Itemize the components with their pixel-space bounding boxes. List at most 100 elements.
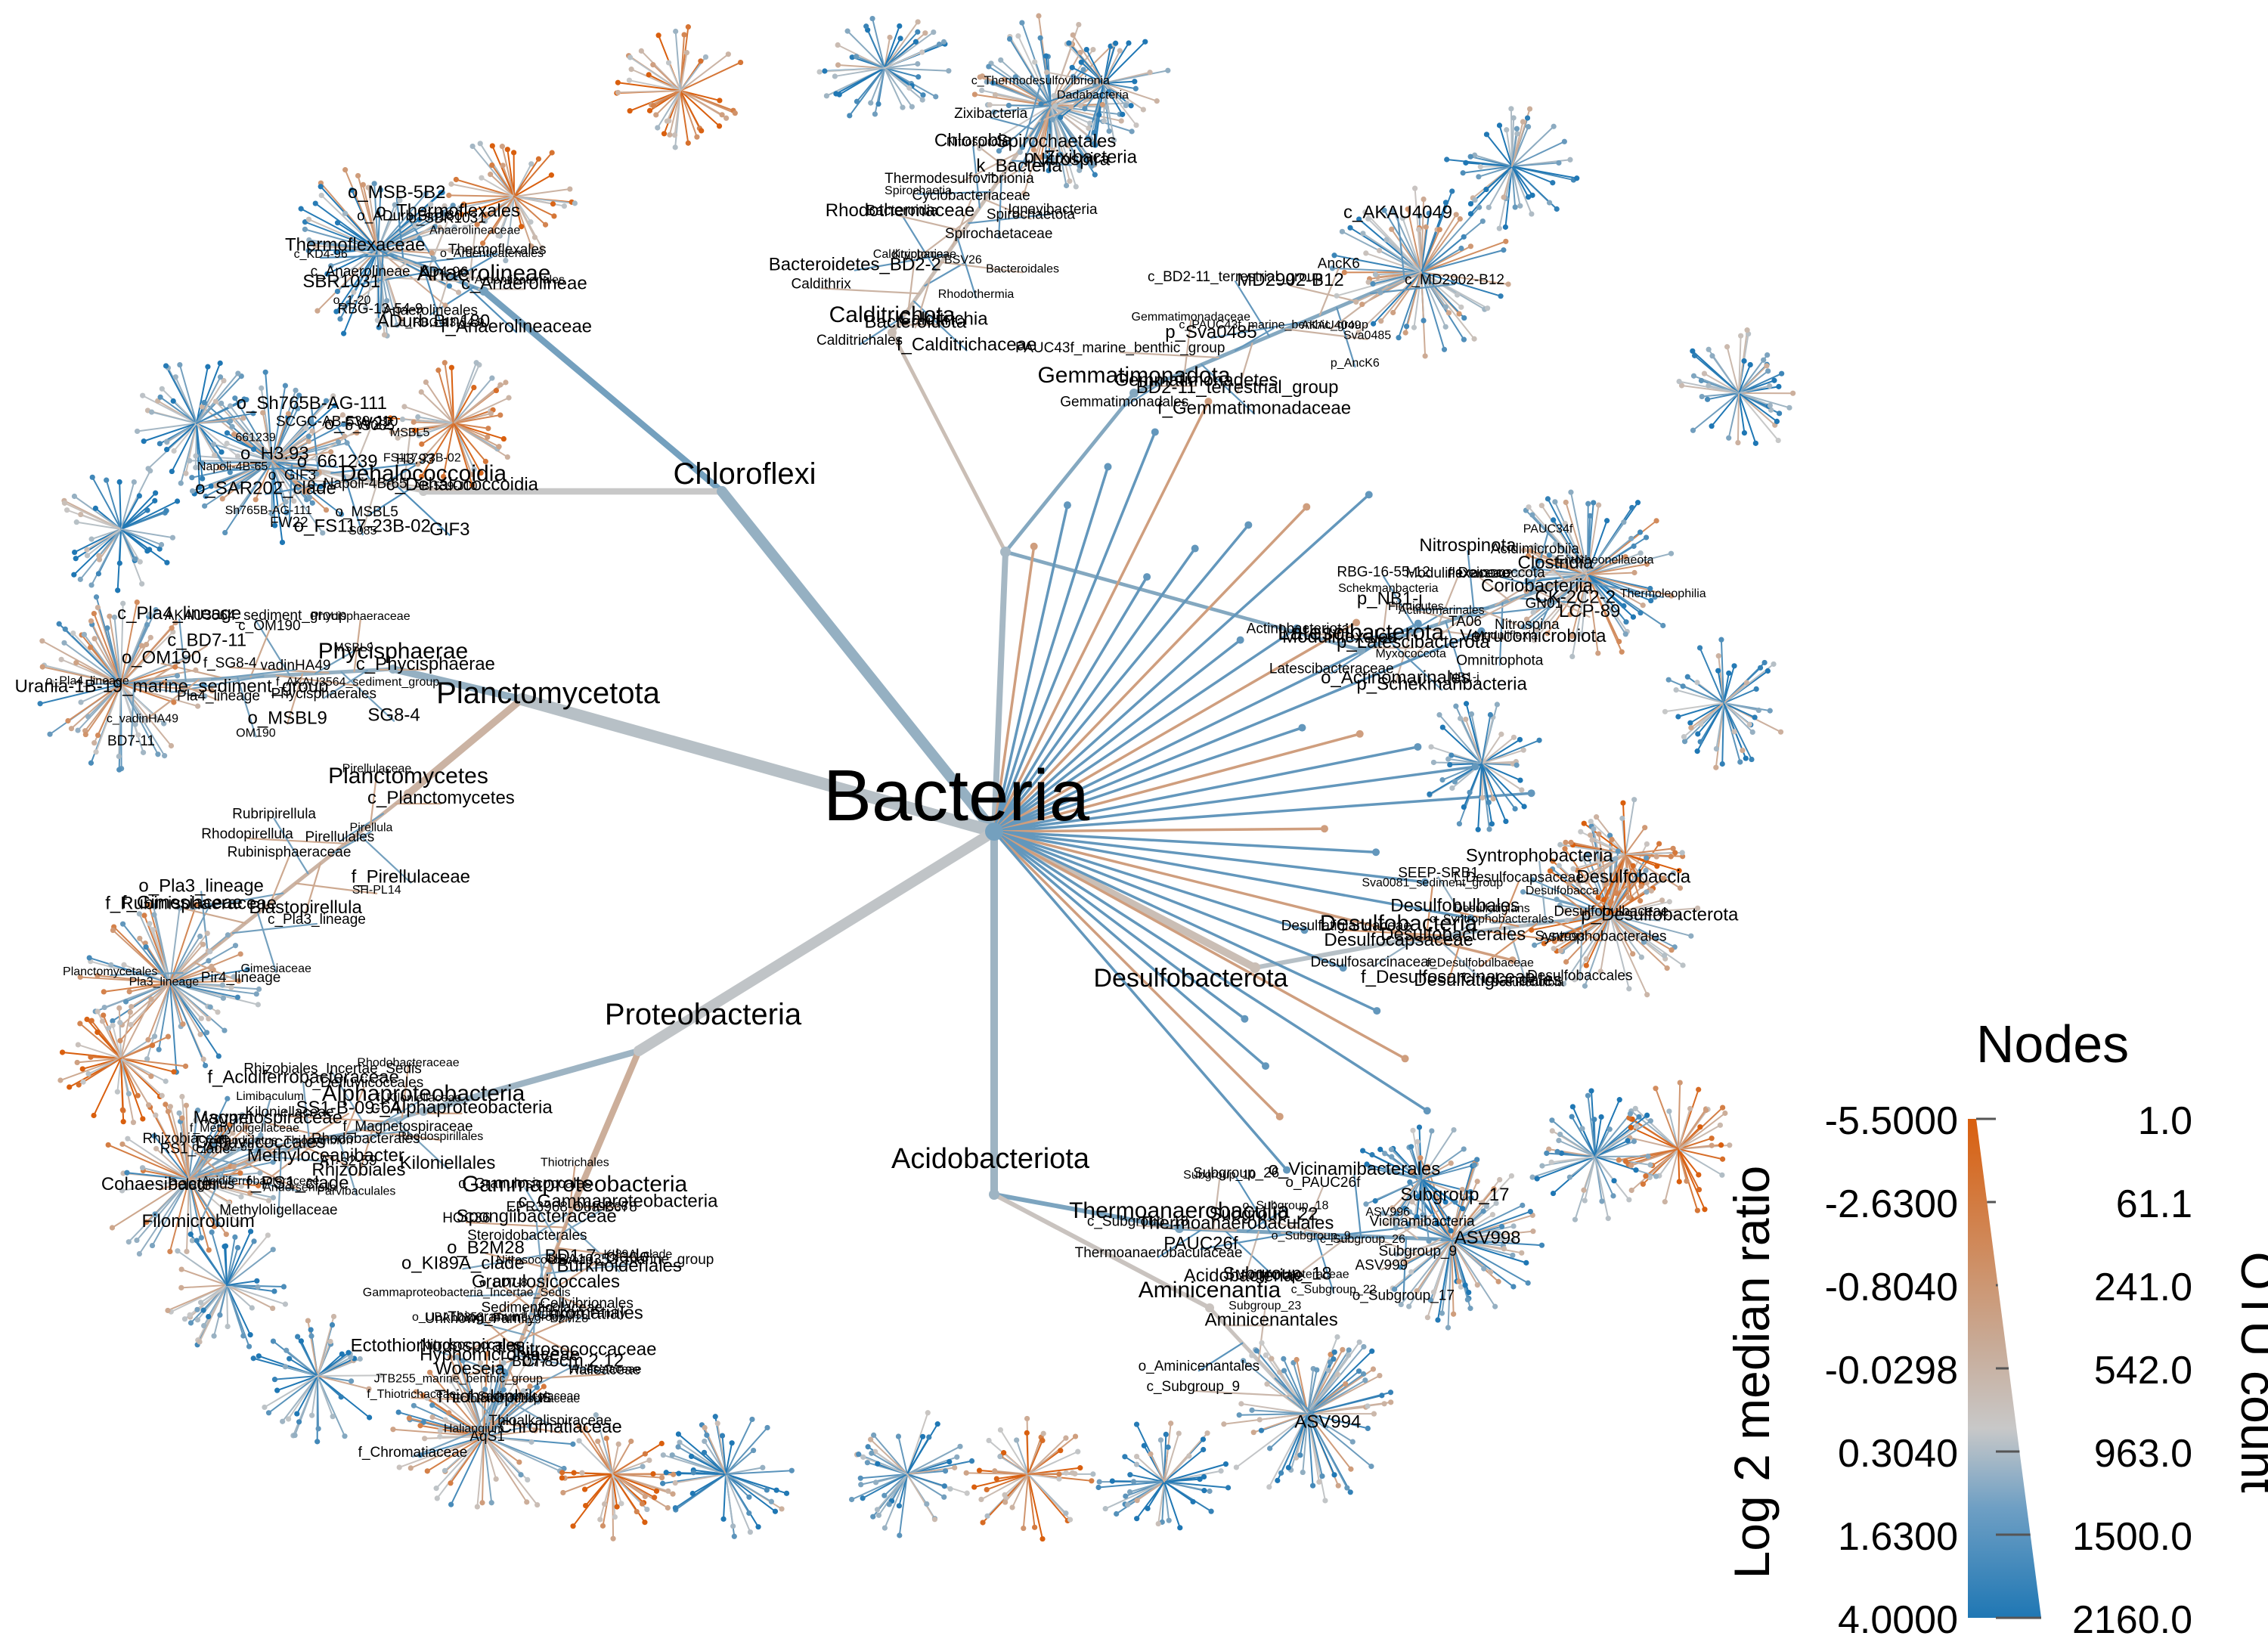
- outer-9-leaf-edge: [120, 1058, 167, 1083]
- outer-11-leaf-node: [357, 1356, 363, 1362]
- clade-label-2: Proteobacteria: [605, 998, 802, 1031]
- group-0-1-leaf-edge: [265, 371, 273, 462]
- group-edge: [1253, 939, 1401, 970]
- group-0-0-leaf-edge: [321, 194, 379, 250]
- outer-18-leaf-node: [1589, 837, 1595, 843]
- outer-20-leaf-node: [1502, 224, 1509, 230]
- group-5-0-leaf-edge: [1357, 271, 1422, 333]
- outer-8-leaf-node: [116, 560, 122, 566]
- taxon-label: o_661239: [297, 451, 378, 472]
- outer-9-leaf-node: [119, 1107, 125, 1113]
- outer-13-leaf-node: [672, 1479, 678, 1486]
- outer-1-leaf-node: [823, 93, 829, 99]
- group-2-1-leaf-node: [442, 1467, 448, 1473]
- phylum-fan-node: [1401, 1055, 1409, 1063]
- group-5-1-leaf-node: [1073, 184, 1079, 190]
- outer-3-leaf-node: [528, 161, 534, 167]
- group-5-0-leaf-node: [1370, 280, 1376, 287]
- taxon-edge: [254, 619, 290, 676]
- outer-22-leaf-edge: [150, 411, 197, 424]
- group-0-1-leaf-node: [218, 400, 225, 407]
- outer-0-leaf-node: [725, 51, 731, 57]
- group-3-1-leaf-node: [1249, 1407, 1255, 1413]
- outer-6-leaf-node: [1722, 1110, 1728, 1117]
- group-0-0-leaf-node: [412, 222, 418, 228]
- outer-1-leaf-node: [915, 29, 921, 35]
- outer-8-leaf-edge: [120, 528, 168, 564]
- group-1-1-leaf-node: [222, 1027, 228, 1033]
- outer-10-leaf-edge: [218, 1284, 228, 1316]
- outer-5-leaf-edge: [1723, 681, 1748, 704]
- outer-8-leaf-node: [61, 500, 68, 507]
- group-1-1-leaf-edge: [169, 982, 239, 999]
- legend-count-tick: 1500.0: [2072, 1515, 2192, 1559]
- taxon-edge: [1445, 621, 1465, 682]
- outer-9-leaf-node: [110, 1022, 116, 1028]
- group-3-1-leaf-node: [1238, 1401, 1244, 1407]
- group-0-0-leaf-edge: [377, 203, 396, 250]
- group-3-1-leaf-edge: [1242, 1359, 1309, 1414]
- taxon-label: f_Desulfobulbaceae: [1427, 956, 1534, 969]
- group-5-0-leaf-node: [1421, 318, 1427, 324]
- group-1-0-leaf-node: [104, 625, 110, 631]
- outer-8-leaf-node: [131, 479, 137, 485]
- group-3-0-leaf-node: [1538, 1242, 1545, 1248]
- taxon-edge: [210, 668, 297, 680]
- taxon-edge: [294, 882, 378, 894]
- taxon-label: Coriobacteriia: [1481, 575, 1594, 596]
- outer-13-leaf-node: [730, 1523, 736, 1529]
- outer-0-leaf-edge: [680, 90, 702, 132]
- outer-1-leaf-node: [915, 19, 921, 25]
- taxon-label: FW22: [270, 515, 308, 531]
- outer-5-leaf-node: [1740, 747, 1746, 754]
- outer-11-leaf-node: [294, 1411, 300, 1417]
- outer-3-leaf-node: [561, 203, 568, 209]
- outer-18-leaf-node: [1594, 814, 1600, 820]
- group-5-0-leaf-node: [1442, 304, 1448, 310]
- taxon-label: ASV999: [1356, 1257, 1408, 1273]
- taxon-edge: [394, 1118, 449, 1170]
- legend-ratio-tick: 4.0000: [1838, 1598, 1958, 1639]
- group-3-0-leaf-edge: [1433, 1239, 1452, 1294]
- outer-20-leaf-node: [1525, 124, 1532, 130]
- taxon-edge: [245, 1162, 299, 1190]
- outer-9-leaf-node: [125, 1091, 132, 1097]
- group-2-0-leaf-node: [231, 1163, 237, 1170]
- group-0-0-leaf-node: [333, 308, 339, 314]
- outer-5-leaf-edge: [1723, 702, 1751, 726]
- taxon-edge: [820, 287, 921, 295]
- group-3-0-leaf-node: [1530, 1228, 1536, 1235]
- taxon-label: KD4-96: [420, 265, 468, 280]
- taxon-edge: [432, 276, 450, 328]
- group-3-1-leaf-node: [1325, 1367, 1331, 1374]
- taxon-edge: [266, 1155, 327, 1163]
- outer-12-leaf-edge: [595, 1414, 613, 1475]
- taxon-label: Desulfobaccales: [1527, 968, 1632, 984]
- phylum-fan-node: [1241, 1015, 1249, 1023]
- group-0-0-leaf-edge: [300, 208, 379, 250]
- outer-20-leaf-node: [1529, 211, 1535, 217]
- group-2-1-leaf-edge: [420, 1424, 485, 1437]
- outer-13-leaf-edge: [703, 1440, 727, 1475]
- outer-8-leaf-node: [136, 493, 142, 499]
- outer-9-leaf-edge: [77, 1043, 122, 1059]
- outer-6-leaf-node: [1616, 1157, 1622, 1163]
- outer-3-leaf-node: [499, 144, 505, 150]
- outer-11-leaf-node: [292, 1432, 298, 1439]
- taxon-edge: [1136, 1225, 1238, 1232]
- outer-7-leaf-node: [1539, 1163, 1545, 1169]
- group-3-0-leaf-node: [1406, 1303, 1412, 1309]
- outer-5-leaf-node: [1665, 677, 1672, 683]
- outer-6-leaf-edge: [1658, 1148, 1679, 1177]
- group-3-1-leaf-node: [1275, 1477, 1281, 1483]
- group-3-1-leaf-edge: [1307, 1413, 1352, 1470]
- outer-5-leaf-node: [1749, 729, 1755, 735]
- outer-1-leaf-node: [933, 94, 939, 100]
- group-3-1-leaf-node: [1233, 1464, 1239, 1470]
- phylum-fan-edge: [993, 792, 1533, 833]
- outer-10-leaf-node: [247, 1332, 253, 1338]
- outer-14-leaf-node: [858, 1482, 864, 1488]
- outer-6-leaf-node: [1727, 1142, 1733, 1148]
- group-0-1-leaf-edge: [271, 395, 334, 462]
- group-3-1-leaf-node: [1365, 1403, 1371, 1409]
